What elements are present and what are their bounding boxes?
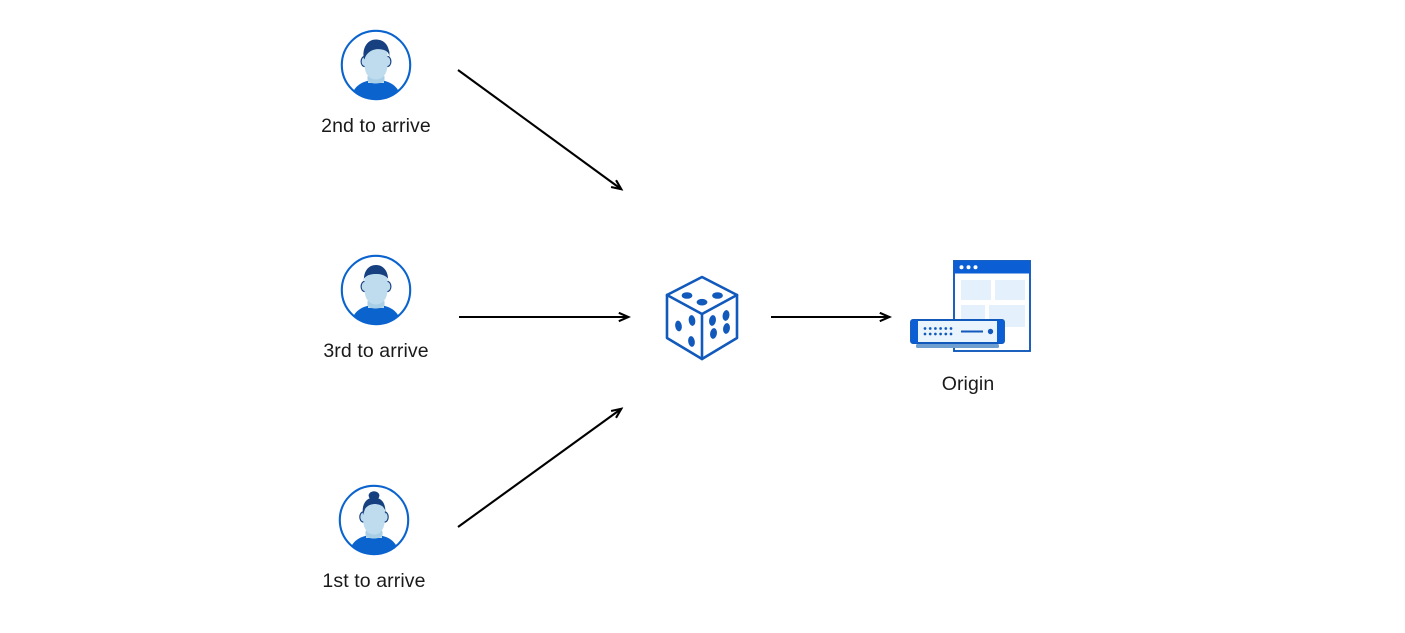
node-visitor-3rd[interactable]: 3rd to arrive — [306, 253, 446, 363]
node-label: Origin — [941, 373, 995, 395]
origin-server-icon — [903, 258, 1033, 358]
node-visitor-1st[interactable]: 1st to arrive — [304, 483, 444, 593]
node-label: 1st to arrive — [322, 570, 426, 592]
user-avatar-icon — [339, 28, 413, 102]
node-label: 2nd to arrive — [321, 115, 431, 137]
server-appliance — [910, 319, 1005, 348]
dice-icon — [658, 272, 746, 364]
edge-2nd-to-dice — [457, 69, 621, 189]
node-label: 3rd to arrive — [323, 340, 429, 362]
edge-1st-to-dice — [457, 409, 621, 528]
node-visitor-2nd[interactable]: 2nd to arrive — [306, 28, 446, 138]
user-avatar-icon — [337, 483, 411, 557]
node-randomizer[interactable] — [658, 272, 748, 364]
user-avatar-icon — [339, 253, 413, 327]
node-origin[interactable]: Origin — [878, 258, 1058, 396]
